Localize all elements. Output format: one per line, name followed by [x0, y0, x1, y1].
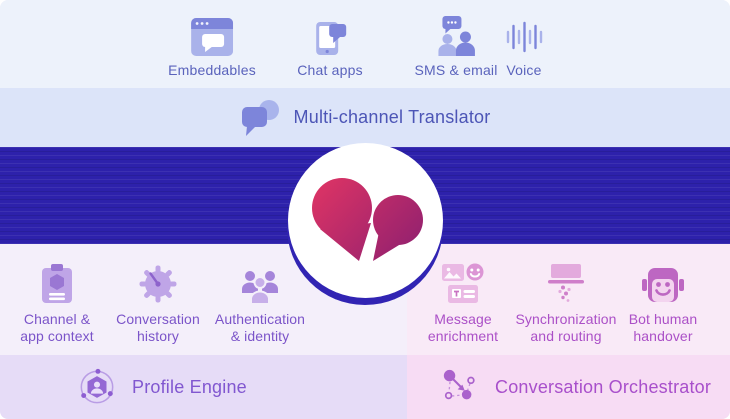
- feature-label: Synchronization and routing: [515, 311, 617, 345]
- feature-synchronization-routing: Synchronization and routing: [491, 258, 641, 345]
- feature-label: Authentication & identity: [214, 311, 306, 345]
- profile-engine-bar: Profile Engine: [0, 355, 407, 419]
- funnel-routing-icon: [544, 258, 588, 304]
- channel-item-sms-email: SMS & email: [414, 15, 497, 78]
- channel-item-embeddables: Embeddables: [168, 15, 256, 78]
- gear-history-icon: [138, 258, 178, 304]
- sms-email-icon: [434, 15, 478, 56]
- feature-label: Bot human handover: [628, 311, 698, 345]
- chat-bubbles-icon: [240, 98, 280, 138]
- channel-item-chat-apps: Chat apps: [297, 15, 363, 78]
- embeddables-icon: [190, 15, 233, 56]
- feature-authentication-identity: Authentication & identity: [185, 258, 335, 345]
- chat-apps-icon: [312, 15, 348, 56]
- routing-nodes-icon: [441, 368, 479, 406]
- feature-channel-app-context: Channel & app context: [0, 258, 132, 345]
- orchestrator-title: Conversation Orchestrator: [495, 376, 712, 397]
- channels-row: Embeddables Chat apps: [0, 0, 730, 88]
- clipboard-icon: [41, 258, 73, 304]
- feature-bot-human-handover: Bot human handover: [588, 258, 730, 345]
- channel-item-voice: Voice: [503, 15, 545, 78]
- feature-conversation-history: Conversation history: [83, 258, 233, 345]
- feature-label: Conversation history: [116, 311, 200, 345]
- channel-label: Chat apps: [297, 62, 363, 78]
- profile-engine-title: Profile Engine: [132, 376, 247, 397]
- voice-icon: [503, 15, 545, 56]
- feature-label: Channel & app context: [20, 311, 94, 345]
- feature-message-enrichment: Message enrichment: [388, 258, 538, 345]
- robot-icon: [642, 258, 684, 304]
- message-enrichment-icon: [440, 258, 486, 304]
- channel-label: Voice: [506, 62, 542, 78]
- hexagon-profile-orbit-icon: [78, 368, 116, 406]
- orchestrator-bar: Conversation Orchestrator: [407, 355, 730, 419]
- broken-heart-chat-logo: [312, 178, 423, 261]
- feature-label: Message enrichment: [427, 311, 499, 345]
- people-group-icon: [240, 258, 280, 304]
- translator-band: Multi-channel Translator: [0, 88, 730, 147]
- translator-title: Multi-channel Translator: [293, 107, 491, 127]
- channel-label: Embeddables: [168, 62, 256, 78]
- channel-label: SMS & email: [414, 62, 498, 78]
